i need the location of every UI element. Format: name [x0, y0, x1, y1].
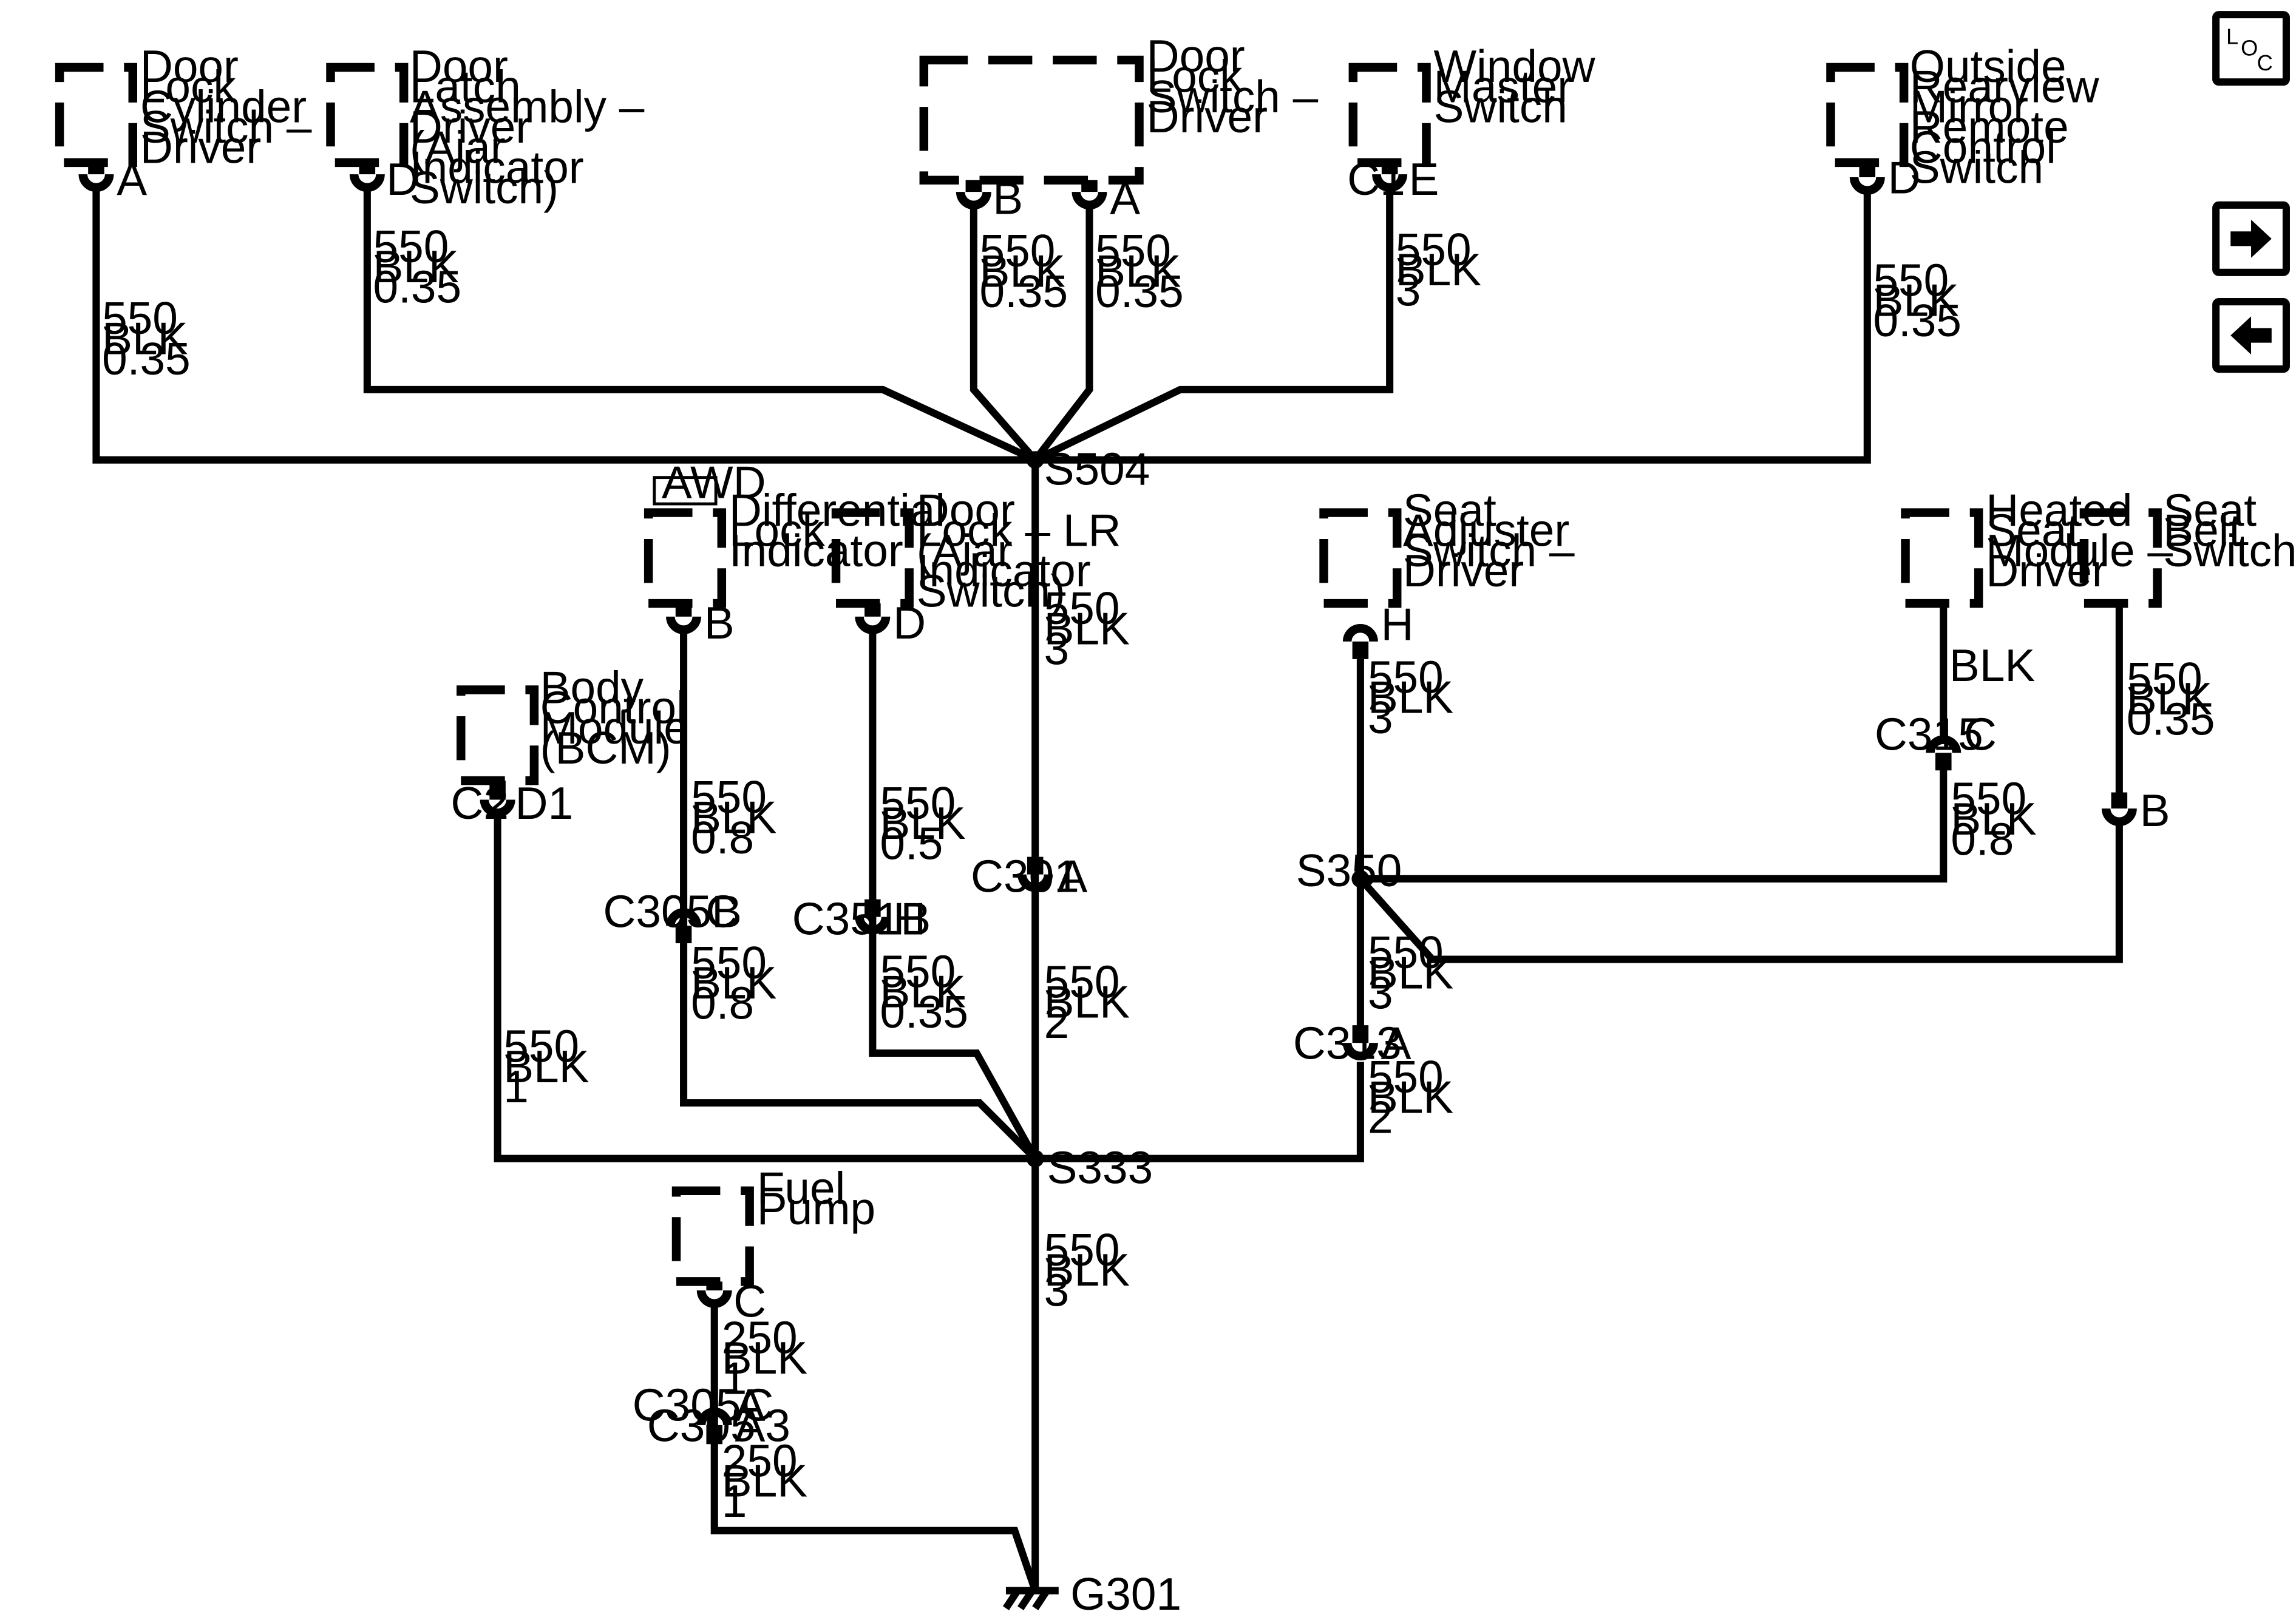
- svg-text:O: O: [2241, 36, 2258, 61]
- svg-text:C313: C313: [1293, 1018, 1402, 1069]
- wire-label-doorlr-lower: 550BLK0.35: [880, 946, 968, 1037]
- svg-text:C1: C1: [1347, 154, 1405, 205]
- component-door-lock-lr: DoorLock – LR(AjarIndicatorSwitch): [831, 484, 1121, 616]
- svg-text:B: B: [993, 172, 1023, 223]
- wire-label-heated-lower: 550BLK0.8: [1951, 773, 2036, 865]
- svg-text:C: C: [733, 1275, 766, 1326]
- wire-label-s504-c301: 550BLK3: [1044, 583, 1130, 674]
- component-fuel-pump: FuelPump: [671, 1163, 875, 1286]
- inline-connector-labels: C315 C C305B C C351B H C301 A C313 A C30…: [603, 708, 1997, 1451]
- svg-text:C301: C301: [971, 851, 1079, 902]
- svg-text:A: A: [1057, 851, 1087, 902]
- wire-label-seatbelt: 550BLK0.35: [2127, 653, 2215, 745]
- splice-s333-label: S333: [1047, 1142, 1153, 1193]
- svg-text:C305B: C305B: [603, 886, 742, 937]
- svg-text:C2: C2: [450, 778, 509, 829]
- arrow-left-icon: [2230, 316, 2272, 354]
- svg-text:C: C: [705, 886, 738, 937]
- wire-label-c301-s333: 550BLK2: [1044, 956, 1130, 1048]
- component-seat-adjuster-switch: SeatAdjusterSwitch –Driver: [1319, 484, 1575, 608]
- component-body-control-module: BodyControlModule(BCM): [457, 662, 689, 785]
- wire-label-mirror: 550BLK0.35: [1873, 254, 1961, 346]
- arrow-right-icon: [2230, 219, 2272, 258]
- svg-text:C351B: C351B: [792, 893, 931, 944]
- ground-symbol: G301: [1002, 1568, 1181, 1617]
- wire-labels: 550BLK0.35 550BLK0.35 550BLK0.35 550BLK0…: [102, 221, 2215, 1527]
- svg-text:D1: D1: [515, 778, 574, 829]
- component-label: HeatedSeatModule –Driver: [1986, 484, 2173, 596]
- pin-labels: A D B A C1 E D B D C2 D1 H B C: [117, 152, 2170, 1327]
- component-label: SeatBeltSwitch: [2163, 484, 2296, 576]
- wire-label-bcm: 550BLK1: [503, 1020, 589, 1112]
- component-door-latch-assembly: DoorLatchAssembly –Driver(AjarIndicatorS…: [326, 41, 645, 213]
- svg-text:A: A: [117, 154, 147, 205]
- wire-label-diff-upper: 550BLK0.8: [691, 771, 776, 863]
- wire-label-window: 550BLK3: [1396, 224, 1481, 316]
- connector-pins: [78, 162, 2137, 1445]
- component-label: DoorLockSwitch –Driver: [1147, 30, 1319, 142]
- wire-label-lockswitch-b: 550BLK0.35: [979, 225, 1068, 317]
- component-differential-lock-indicator: AWD DifferentialLockIndicator: [644, 456, 945, 608]
- component-label: DoorLock – LR(AjarIndicatorSwitch): [917, 484, 1121, 616]
- component-label: OutsideRearviewMirrorRemoteControlSwitch: [1910, 41, 2100, 193]
- splice-s333-dot: [1026, 1150, 1044, 1168]
- wire-label-doorlr-upper: 550BLK0.5: [880, 778, 965, 869]
- component-label: DoorLockCylinderSwitch –Driver: [140, 41, 312, 172]
- component-door-lock-switch: DoorLockSwitch –Driver: [919, 30, 1319, 185]
- svg-text:L: L: [2226, 24, 2238, 49]
- wire-label-latch: 550BLK0.35: [373, 221, 462, 313]
- svg-text:C: C: [1964, 708, 1997, 759]
- wire-label-seatadj: 550BLK3: [1368, 651, 1453, 743]
- wire-label-s350-c313: 550BLK3: [1368, 927, 1453, 1019]
- svg-text:E: E: [1409, 154, 1439, 205]
- svg-text:C: C: [2257, 50, 2273, 75]
- svg-text:H: H: [1381, 599, 1414, 650]
- svg-text:B: B: [704, 597, 735, 648]
- svg-text:C305: C305: [647, 1400, 756, 1451]
- wire-label-lockswitch-a: 550BLK0.35: [1095, 225, 1184, 317]
- svg-text:C315: C315: [1875, 708, 1983, 759]
- component-door-lock-cylinder-switch: DoorLockCylinderSwitch –Driver: [55, 41, 312, 172]
- splice-s504-dot: [1026, 451, 1044, 469]
- component-label: BodyControlModule(BCM): [540, 662, 689, 773]
- wire-label-s333-ground: 550BLK3: [1044, 1224, 1130, 1316]
- svg-text:C305C: C305C: [633, 1380, 774, 1431]
- component-label: FuelPump: [757, 1163, 875, 1234]
- wire-label-c313-s333: 550BLK2: [1368, 1051, 1453, 1143]
- svg-text:B: B: [2140, 785, 2170, 836]
- wire-label-heated-upper: BLK: [1949, 640, 2035, 691]
- svg-text:D: D: [893, 597, 926, 648]
- splice-s504-label: S504: [1044, 444, 1150, 495]
- component-heated-seat-module: HeatedSeatModule –Driver: [1901, 484, 2173, 608]
- svg-text:D: D: [1888, 152, 1921, 203]
- svg-text:D: D: [386, 154, 419, 205]
- svg-text:H: H: [893, 893, 926, 944]
- wire-label-cylinder: 550BLK0.35: [102, 293, 191, 384]
- svg-text:A: A: [1110, 172, 1140, 223]
- component-window-master-switch: WindowMasterSwitch: [1348, 41, 1596, 168]
- svg-text:A: A: [1381, 1018, 1411, 1069]
- awd-tag: AWD: [662, 456, 766, 507]
- loc-button[interactable]: L O C: [2212, 11, 2290, 86]
- previous-page-button[interactable]: [2212, 298, 2290, 373]
- svg-text:A3: A3: [735, 1400, 791, 1451]
- wire-label-fuel-upper: 250BLK1: [722, 1312, 807, 1404]
- splice-s350-label: S350: [1296, 845, 1402, 896]
- awd-tag-frame: [653, 476, 718, 506]
- svg-text:A: A: [735, 1380, 766, 1431]
- wires: [92, 187, 2123, 1592]
- next-page-button[interactable]: [2212, 201, 2290, 276]
- splice-s350-dot: [1351, 870, 1370, 888]
- ground-label: G301: [1070, 1568, 1181, 1617]
- wire-label-fuel-lower: 250BLK1: [722, 1435, 807, 1527]
- component-label: WindowMasterSwitch: [1434, 41, 1596, 132]
- component-label: DoorLatchAssembly –Driver(AjarIndicatorS…: [410, 41, 645, 213]
- component-label: SeatAdjusterSwitch –Driver: [1403, 484, 1575, 596]
- wire-label-diff-lower: 550BLK0.8: [691, 937, 776, 1029]
